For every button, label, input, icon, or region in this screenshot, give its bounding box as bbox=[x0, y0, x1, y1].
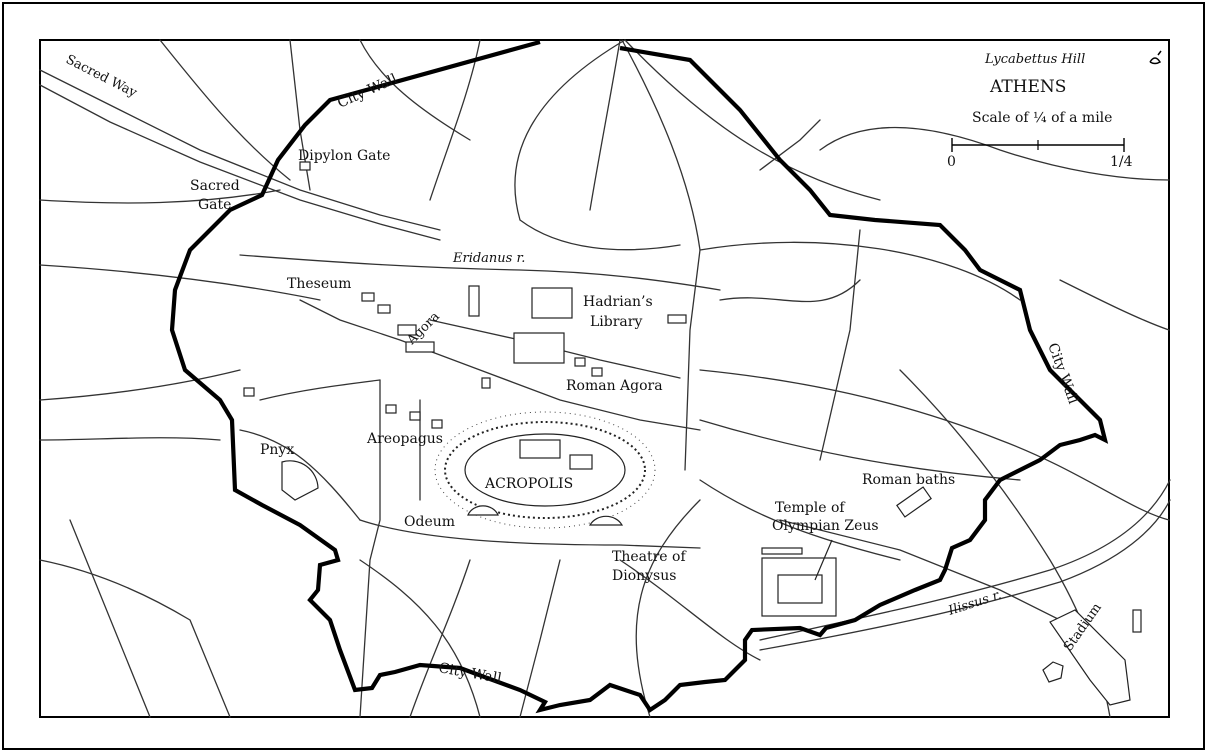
map-border bbox=[39, 39, 1170, 718]
city-wall bbox=[169, 39, 1109, 714]
temple-label-line1: Temple of bbox=[775, 500, 846, 516]
roads bbox=[39, 39, 1170, 718]
temple-label-line2: Olympian Zeus bbox=[772, 518, 879, 534]
place-labels: Sacred Way City Wall Dipylon Gate Sacred… bbox=[63, 52, 1105, 687]
hadrians-library-label-line2: Library bbox=[590, 314, 642, 330]
odeum-structure bbox=[467, 505, 499, 516]
buildings bbox=[243, 161, 1142, 706]
areopagus-label: Areopagus bbox=[366, 431, 443, 447]
stadium-structure bbox=[1049, 609, 1131, 706]
roman-agora-label: Roman Agora bbox=[566, 378, 663, 394]
city-wall-e-label: City Wall bbox=[1044, 341, 1081, 407]
roman-baths-building bbox=[896, 486, 932, 518]
roman-agora-building bbox=[513, 332, 565, 364]
hadrians-library-label-line1: Hadrian’s bbox=[583, 294, 653, 310]
lycabettus-hill-label: Lycabettus Hill bbox=[984, 52, 1085, 67]
scale-caption: Scale of ¼ of a mile bbox=[972, 110, 1112, 126]
acropolis-label: ACROPOLIS bbox=[484, 476, 573, 492]
pnyx-structure bbox=[281, 460, 319, 501]
city-wall-nw-label: City Wall bbox=[335, 71, 400, 112]
pnyx-label: Pnyx bbox=[260, 442, 294, 458]
theatre-label-line2: Dionysus bbox=[612, 568, 676, 584]
scale-start-label: 0 bbox=[947, 154, 956, 170]
theatre-structure bbox=[588, 515, 624, 526]
ilissus-river-label: Ilissus r. bbox=[946, 588, 1004, 620]
eridanus-river-label: Eridanus r. bbox=[452, 251, 525, 266]
theatre-label-line1: Theatre of bbox=[612, 549, 687, 565]
map-title: ATHENS bbox=[989, 77, 1066, 97]
sacred-gate-label-line2: Gate bbox=[198, 197, 231, 213]
odeum-label: Odeum bbox=[404, 514, 455, 530]
sacred-gate-label-line1: Sacred bbox=[190, 178, 240, 194]
theseum-label: Theseum bbox=[287, 276, 351, 292]
city-wall-s-label: City Wall bbox=[437, 660, 503, 687]
sacred-way-label: Sacred Way bbox=[63, 52, 140, 101]
acropolis-hill bbox=[434, 411, 656, 529]
dipylon-gate-label: Dipylon Gate bbox=[298, 148, 390, 164]
hill-icon bbox=[1149, 50, 1162, 65]
scale-bar: Scale of ¼ of a mile 0 1/4 bbox=[947, 110, 1133, 170]
hadrians-library-building bbox=[531, 287, 573, 319]
roman-baths-label: Roman baths bbox=[862, 472, 955, 488]
scale-end-label: 1/4 bbox=[1110, 154, 1133, 170]
